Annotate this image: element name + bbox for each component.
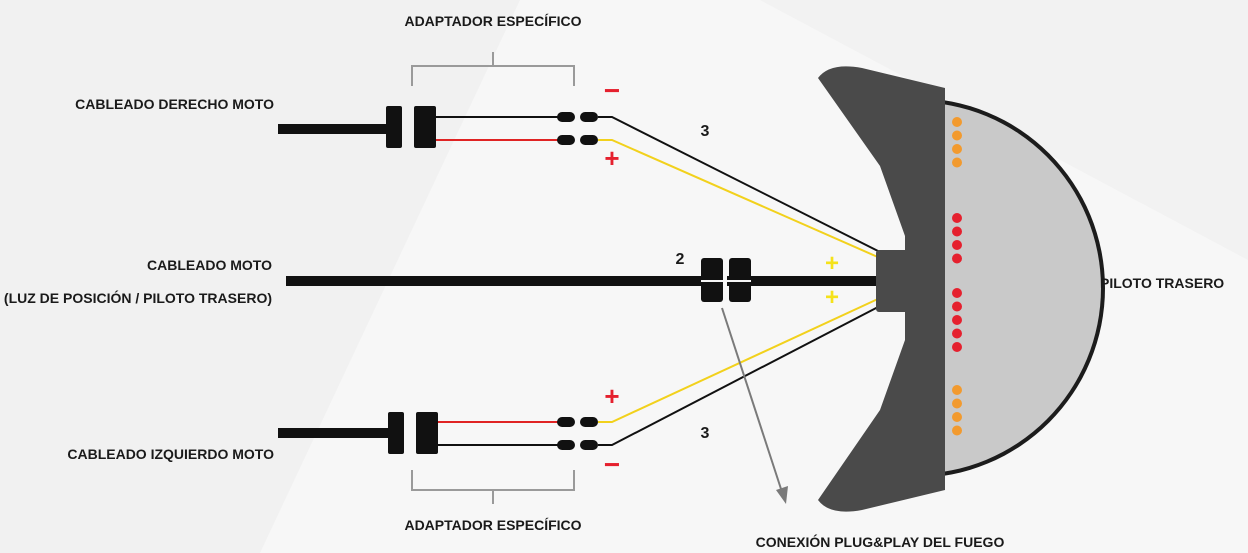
lens — [915, 102, 1101, 474]
bottom-wire-count: 3 — [701, 425, 710, 442]
top-minus-sign: − — [604, 75, 620, 106]
led-red-upper-1 — [952, 213, 962, 223]
tail-light-label: PILOTO TRASERO — [1100, 275, 1224, 291]
bottom-yellow-run — [598, 297, 881, 423]
arrow-head-icon — [776, 486, 788, 504]
bottom-pin-2b — [580, 440, 598, 450]
top-wire-count: 3 — [701, 123, 710, 140]
bottom-pin-1b — [580, 417, 598, 427]
led-orange-bottom-4 — [952, 425, 962, 436]
top-plus-sign: + — [604, 143, 619, 173]
center-plus-sign-2: + — [825, 284, 839, 311]
adapter-top-label: ADAPTADOR ESPECÍFICO — [404, 13, 581, 29]
top-pin-1a — [557, 112, 575, 122]
tail-light — [818, 66, 1105, 512]
labels: ADAPTADOR ESPECÍFICO CABLEADO DERECHO MO… — [4, 13, 1224, 550]
bottom-pin-1a — [557, 417, 575, 427]
led-orange-bottom-2 — [952, 398, 962, 409]
plug-play-arrow — [721, 307, 788, 504]
led-orange-top-3 — [952, 144, 962, 154]
top-pin-1b — [580, 112, 598, 122]
led-strip — [952, 117, 962, 436]
bottom-minus-sign: − — [604, 449, 620, 480]
bottom-black-run — [598, 305, 881, 446]
polarity-signs: − + + + + − — [604, 75, 839, 480]
led-orange-top-4 — [952, 157, 962, 168]
led-orange-bottom-1 — [952, 385, 962, 395]
led-red-lower-3 — [952, 315, 962, 325]
adapter-bottom-label: ADAPTADOR ESPECÍFICO — [404, 517, 581, 533]
converging-wires — [598, 116, 881, 446]
housing — [818, 66, 945, 512]
top-black-run — [598, 116, 881, 253]
plug-play-label: CONEXIÓN PLUG&PLAY DEL FUEGO — [756, 533, 1005, 550]
bottom-pin-2a — [557, 440, 575, 450]
center-harness-label-line1: CABLEADO MOTO — [147, 257, 272, 273]
top-pin-2b — [580, 135, 598, 145]
left-connector-right — [416, 412, 438, 454]
right-connector-right — [414, 106, 436, 148]
top-yellow-run — [598, 139, 881, 259]
led-orange-top-1 — [952, 117, 962, 127]
led-red-lower-2 — [952, 301, 962, 312]
led-red-upper-4 — [952, 253, 962, 264]
center-plus-sign-1: + — [825, 250, 839, 277]
wire-counts: 3 2 3 — [676, 123, 710, 442]
center-harness-label-line2: (LUZ DE POSICIÓN / PILOTO TRASERO) — [4, 289, 272, 306]
led-orange-top-2 — [952, 130, 962, 141]
top-harness-group — [278, 52, 598, 148]
center-wire-count: 2 — [676, 251, 685, 268]
center-harness-group — [286, 258, 882, 302]
led-red-lower-5 — [952, 342, 962, 352]
housing-connector — [876, 250, 910, 312]
top-pin-2a — [557, 135, 575, 145]
right-connector-left — [386, 106, 402, 148]
left-harness-label: CABLEADO IZQUIERDO MOTO — [67, 446, 274, 462]
right-harness-label: CABLEADO DERECHO MOTO — [75, 96, 274, 112]
led-orange-bottom-3 — [952, 412, 962, 422]
left-connector-left — [388, 412, 404, 454]
bottom-plus-sign: + — [604, 381, 619, 411]
led-red-lower-1 — [952, 288, 962, 298]
bottom-harness-group — [278, 412, 598, 504]
led-red-upper-2 — [952, 226, 962, 237]
led-red-upper-3 — [952, 240, 962, 250]
led-red-lower-4 — [952, 328, 962, 339]
